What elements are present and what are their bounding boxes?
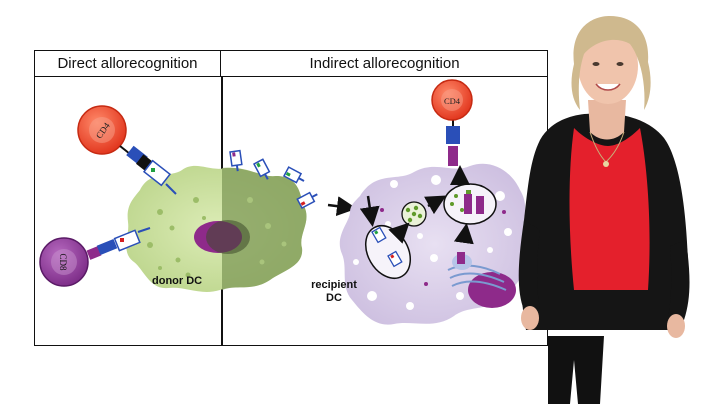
tcr-mhc-ii-complex-direct [119, 145, 177, 195]
recipient-dc-label: recipient DC [306, 279, 362, 305]
indirect-allorecognition-title: Indirect allorecognition [221, 51, 548, 77]
direct-allorecognition-title: Direct allorecognition [35, 51, 221, 77]
loading-arrow [424, 195, 447, 215]
degradation-arrow [388, 222, 410, 244]
speaker [518, 16, 690, 404]
donor-dc-label: donor DC [152, 275, 203, 287]
recipient-dc-label-line2: DC [326, 292, 342, 304]
uptake-arrow [327, 196, 357, 217]
recipient-dc-label-line1: recipient [311, 279, 357, 291]
cd8-t-cell-direct: CD8 [39, 237, 89, 287]
cd4-t-cell-direct: CD4 [77, 105, 127, 155]
tcr-mhc-i-complex-direct [86, 227, 151, 260]
cd8-direct-label: CD8 [58, 253, 68, 271]
cd4-indirect-label: CD4 [444, 96, 461, 106]
endocytosis-arrow [359, 195, 380, 227]
shed-mhc-molecules [229, 149, 318, 210]
donor-dendritic-cell [126, 165, 307, 292]
tcr-mhc-ii-complex-indirect [446, 120, 460, 166]
miic-compartment [443, 183, 497, 225]
peptide-vesicle [401, 201, 427, 227]
mhc-transport-arrow [453, 223, 474, 245]
cd4-t-cell-indirect: CD4 [431, 79, 473, 121]
